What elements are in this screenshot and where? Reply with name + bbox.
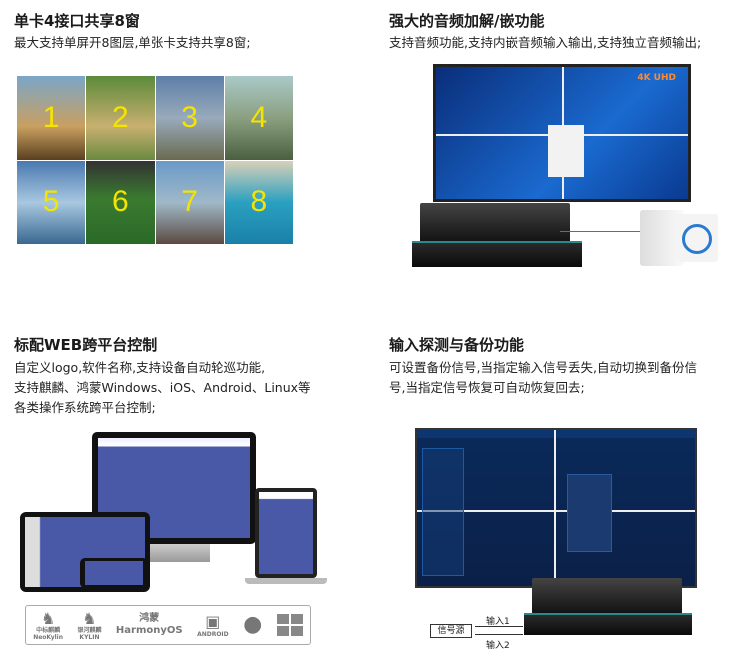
apple-logo: ●	[243, 612, 263, 637]
input-2-label: 输入2	[486, 641, 510, 651]
window-8: 8	[224, 160, 293, 244]
section-desc: 号,当指定信号恢复可自动恢复回去;	[389, 380, 585, 395]
input-1-label: 输入1	[486, 617, 510, 627]
monitor-stand	[140, 544, 210, 562]
speaker-icon	[676, 214, 718, 262]
section-title: 单卡4接口共享8窗	[14, 12, 140, 30]
section-title: 强大的音频加解/嵌功能	[389, 12, 545, 30]
monitor	[92, 432, 256, 544]
window-3: 3	[155, 76, 224, 160]
window-6: 6	[86, 160, 155, 244]
controller-device	[420, 203, 570, 243]
video-wall-screen: 4K UHD	[433, 64, 691, 202]
signal-source-box: 信号源	[430, 624, 472, 638]
controller-front	[412, 241, 582, 267]
menu-panel	[422, 448, 464, 576]
resolution-label: 4K UHD	[637, 73, 676, 83]
windows-logo	[276, 614, 303, 636]
input-1-arrow	[475, 626, 523, 627]
window-7: 7	[155, 160, 224, 244]
input-2-arrow	[475, 634, 523, 635]
context-menu	[548, 125, 584, 177]
section-desc: 支持麒麟、鸿蒙Windows、iOS、Android、Linux等	[14, 380, 311, 395]
phone	[80, 558, 148, 588]
section-desc: 自定义logo,软件名称,支持设备自动轮巡功能,	[14, 360, 266, 375]
audio-line	[560, 231, 640, 232]
window-2: 2	[86, 76, 155, 160]
controller-device	[532, 578, 682, 614]
window-5: 5	[17, 160, 86, 244]
backup-video-wall	[415, 428, 697, 588]
laptop-base	[245, 578, 327, 584]
controller-front	[524, 613, 692, 635]
android-logo: ▣ANDROID	[197, 611, 229, 638]
window-1: 1	[17, 76, 86, 160]
section-title: 输入探测与备份功能	[389, 336, 525, 354]
settings-dialog	[567, 474, 612, 552]
window-4: 4	[224, 76, 293, 160]
section-desc: 可设置备份信号,当指定输入信号丢失,自动切换到备份信	[389, 360, 697, 375]
section-desc: 最大支持单屏开8图层,单张卡支持共享8窗;	[14, 35, 251, 50]
laptop	[255, 488, 317, 578]
eight-window-grid: 1 2 3 4 5 6 7 8	[17, 76, 293, 244]
section-desc: 支持音频功能,支持内嵌音频输入输出,支持独立音频输出;	[389, 35, 702, 50]
section-title: 标配WEB跨平台控制	[14, 336, 158, 354]
section-desc: 各类操作系统跨平台控制;	[14, 400, 156, 415]
